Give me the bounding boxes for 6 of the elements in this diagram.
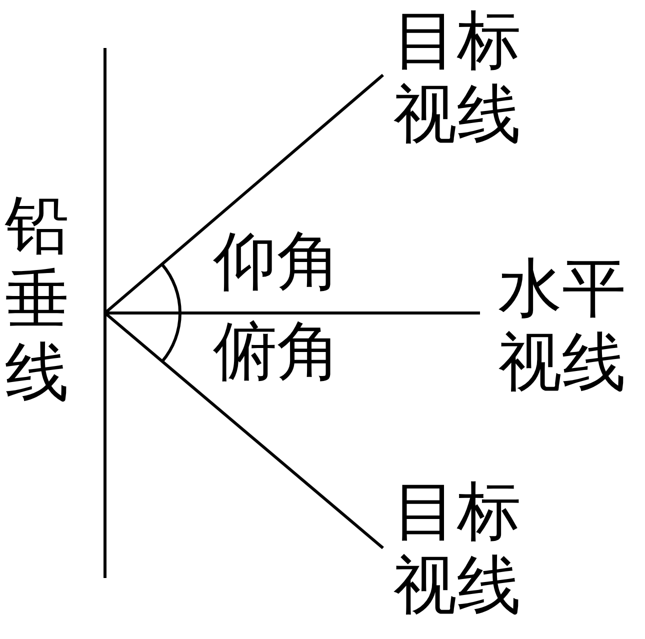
line-label: 目标视线 (393, 5, 522, 152)
angle-label: 俯角 (213, 316, 342, 390)
angle-label: 仰角 (213, 226, 342, 300)
line-label: 水平视线 (498, 253, 627, 400)
line-label: 铅垂线 (5, 190, 70, 411)
line-label: 目标视线 (393, 476, 522, 624)
